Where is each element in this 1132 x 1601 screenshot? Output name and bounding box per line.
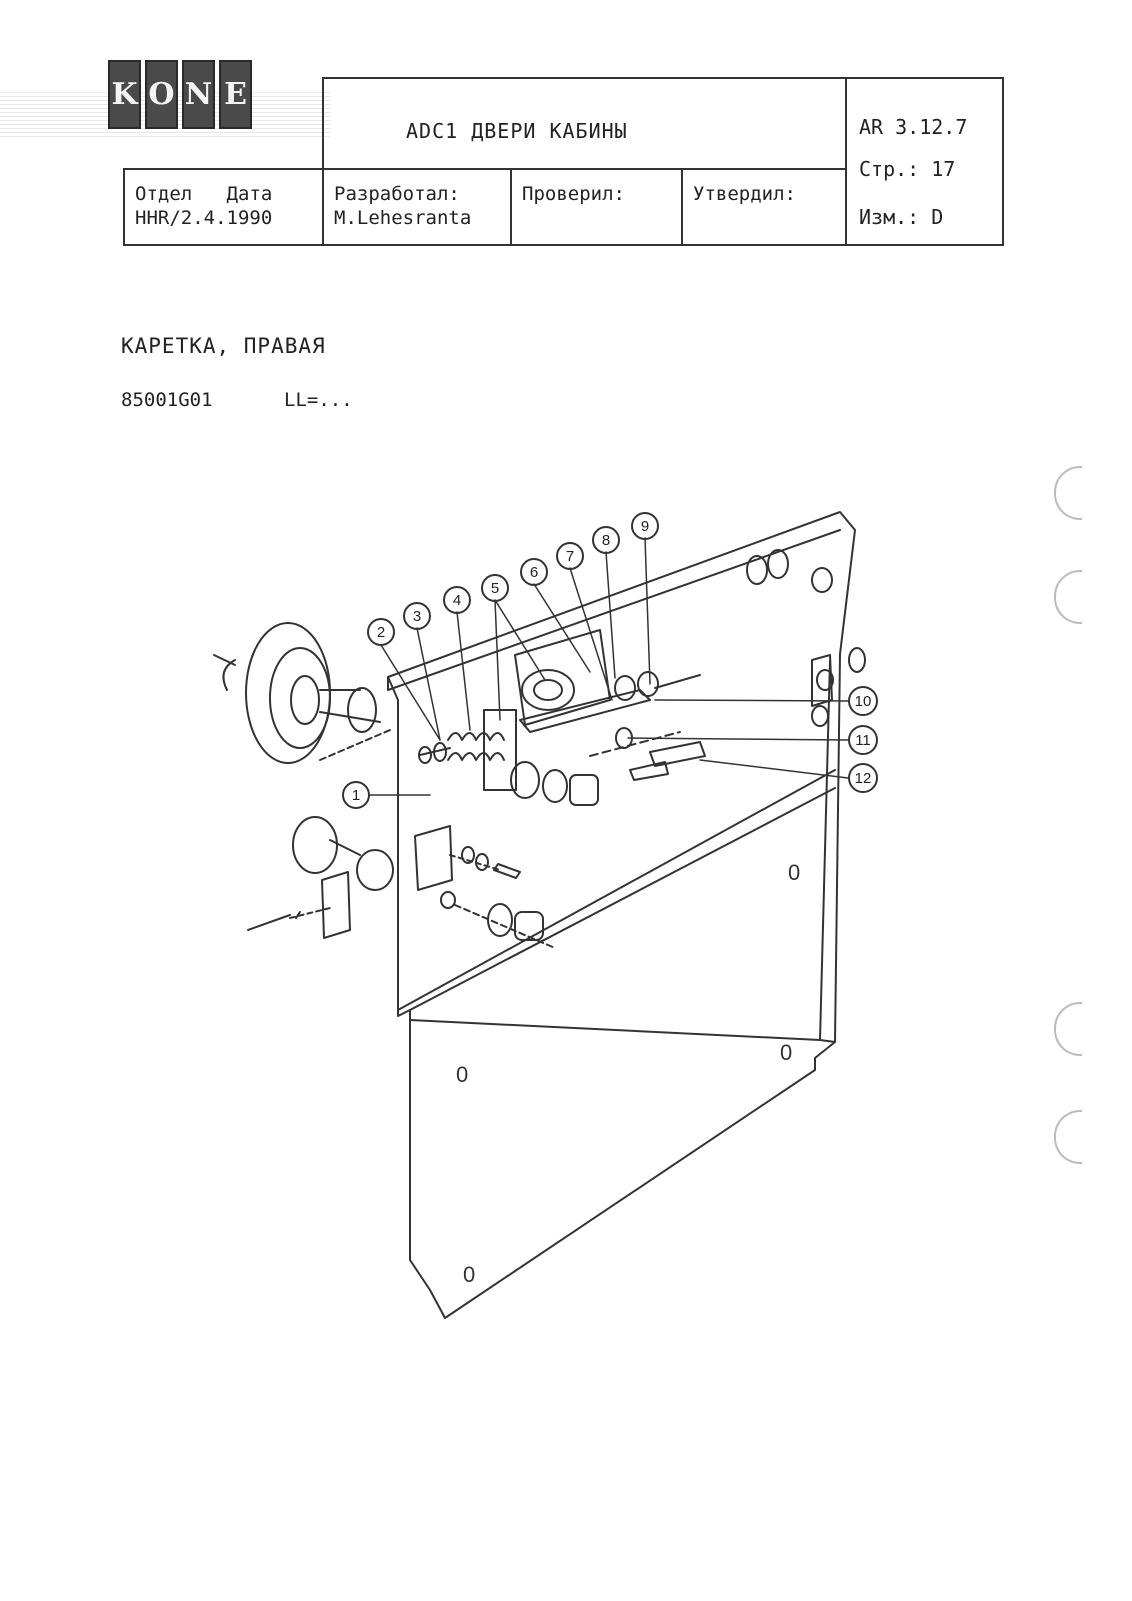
logo-letter: E: [219, 60, 252, 129]
circlip: [222, 659, 236, 691]
plate-flange: [409, 1019, 836, 1043]
svg-text:7: 7: [566, 548, 574, 565]
lock-washer: [542, 769, 568, 803]
page-number: Стр.: 17: [859, 157, 956, 181]
document-title: ADC1 ДВЕРИ КАБИНЫ: [406, 119, 628, 143]
section-heading: КАРЕТКА, ПРАВАЯ: [121, 334, 326, 358]
spring: [447, 732, 505, 761]
callout-7: 7: [556, 542, 584, 570]
callout-5: 5: [481, 574, 509, 602]
callout-4: 4: [443, 586, 471, 614]
callout-3: 3: [403, 602, 431, 630]
callout-12: 12: [848, 763, 878, 793]
plate-fold-mid: [397, 769, 836, 1011]
revision: Изм.: D: [859, 205, 944, 229]
washer: [510, 761, 540, 799]
roller-wheel: [245, 622, 331, 764]
slot-mark: 0: [788, 860, 800, 885]
lower-roller: [292, 816, 338, 874]
callout-2: 2: [367, 618, 395, 646]
department-date: Отдел Дата HHR/2.4.1990: [135, 183, 273, 229]
svg-text:2: 2: [377, 624, 385, 641]
kone-logo: K O N E: [108, 60, 252, 129]
logo-letter: N: [182, 60, 215, 129]
checked-by: Проверил:: [522, 183, 625, 205]
plate-right-edge: [819, 659, 831, 1041]
callout-10: 10: [848, 686, 878, 716]
eccentric-plate: [514, 629, 611, 726]
approved-by: Утвердил:: [693, 183, 796, 205]
svg-text:9: 9: [641, 518, 649, 535]
logo-letter: O: [145, 60, 178, 129]
document-code: AR 3.12.7: [859, 115, 968, 139]
approved-cell: Утвердил:: [681, 168, 847, 246]
svg-text:12: 12: [855, 770, 872, 787]
carriage-plate: [387, 511, 856, 1319]
svg-text:5: 5: [491, 580, 499, 597]
svg-text:10: 10: [855, 693, 872, 710]
code-box: AR 3.12.7 Стр.: 17 Изм.: D: [845, 77, 1004, 246]
slot-mark: 0: [463, 1262, 475, 1287]
slot-mark: 0: [456, 1062, 468, 1087]
slot-mark: 0: [780, 1040, 792, 1065]
svg-text:6: 6: [530, 564, 538, 581]
designed-by: Разработал: M.Lehesranta: [334, 183, 472, 229]
svg-text:11: 11: [855, 732, 871, 749]
hex-nut: [569, 774, 599, 806]
logo-letter: K: [108, 60, 141, 129]
svg-text:3: 3: [413, 608, 421, 625]
plate-fold-top: [387, 529, 841, 691]
mounting-bracket: [321, 871, 351, 939]
svg-text:4: 4: [453, 592, 461, 609]
callout-9: 9: [631, 512, 659, 540]
length-note: LL=...: [284, 389, 353, 411]
clamp-plate: [414, 825, 453, 891]
title-box: ADC1 ДВЕРИ КАБИНЫ: [322, 77, 847, 170]
callout-11: 11: [848, 725, 878, 755]
svg-text:1: 1: [352, 787, 360, 804]
svg-text:8: 8: [602, 532, 610, 549]
callout-8: 8: [592, 526, 620, 554]
callout-1: 1: [342, 781, 370, 809]
department-cell: Отдел Дата HHR/2.4.1990: [123, 168, 324, 246]
callout-6: 6: [520, 558, 548, 586]
part-number: 85001G01: [121, 389, 213, 411]
bolt: [649, 741, 706, 767]
